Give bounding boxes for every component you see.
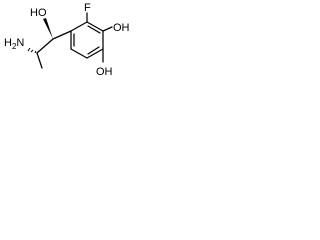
label-amine-h: H (4, 37, 12, 49)
label-fluorine: F (84, 2, 91, 14)
hash-bond-amine (27, 47, 37, 54)
chemical-structure: HO H2N F OH OH (4, 2, 130, 78)
bond-methyl (36, 52, 43, 69)
bond-choh-to-chnh2 (36, 38, 54, 54)
wedge-bond-hydroxyl (43, 18, 53, 39)
benzene-ring (70, 21, 104, 59)
label-hydroxyl-top: OH (113, 22, 130, 34)
bond-choh-to-ring (52, 30, 72, 40)
label-amine-n: N (16, 37, 24, 49)
label-hydroxyl-bottom: OH (96, 66, 113, 78)
bond-hydroxyl-top (102, 26, 113, 32)
label-amine: H2N (4, 37, 24, 51)
label-hydroxyl-side: HO (30, 7, 47, 19)
label-amine-subscript: 2 (12, 42, 17, 51)
